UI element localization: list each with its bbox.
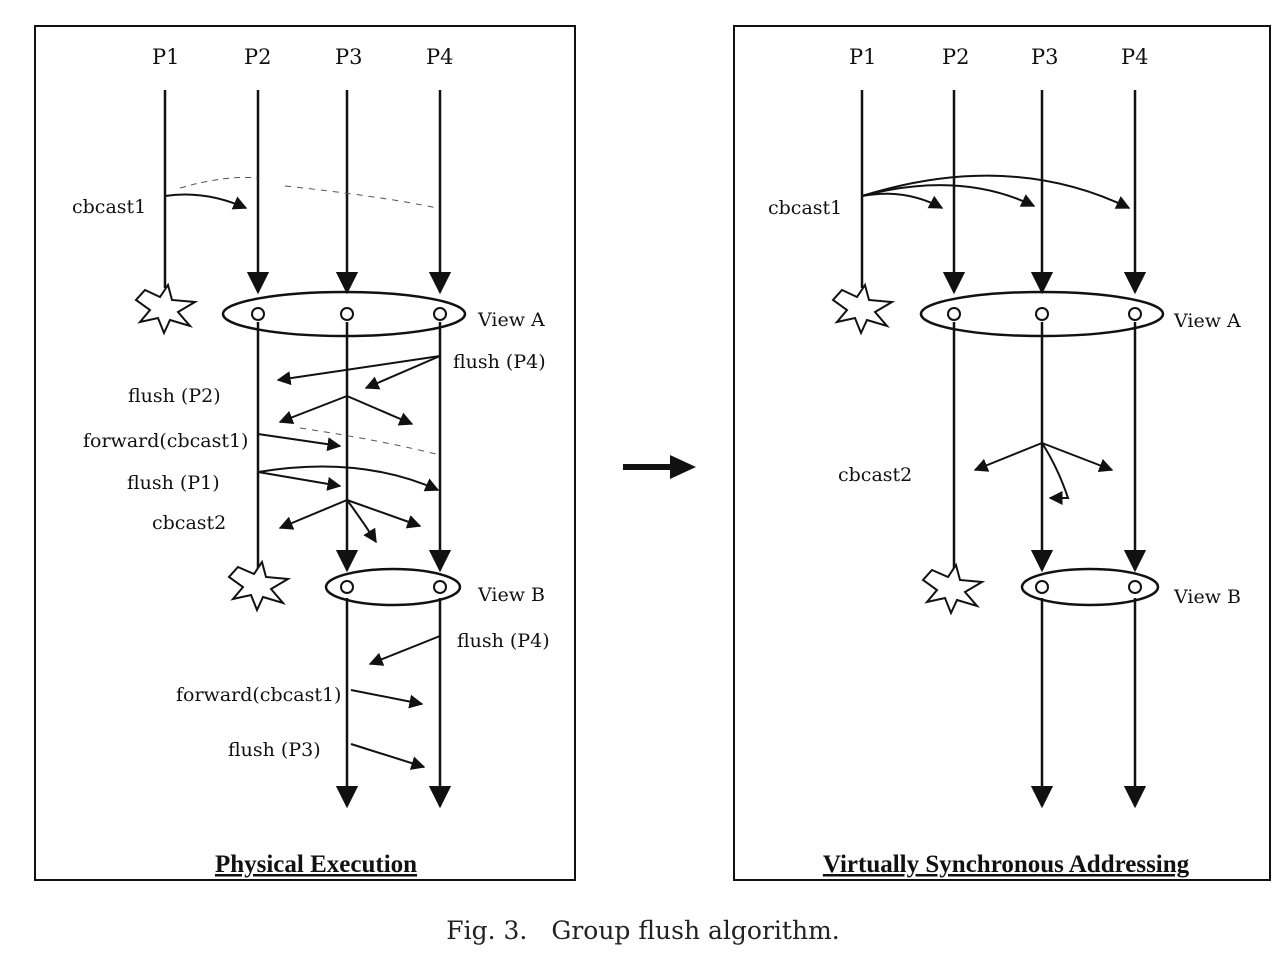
left-view-b-ellipse — [324, 567, 462, 607]
right-cbcast1-arrow-p3 — [861, 184, 1036, 207]
right-cbcast2-arrow-p4 — [1041, 442, 1114, 472]
left-panel-title: Physical Execution — [215, 851, 417, 878]
left-cbcast2-arrow-p3 — [346, 499, 377, 544]
right-cbcast1-arrow-p4 — [861, 174, 1131, 209]
right-view-b-node-p3 — [1035, 580, 1049, 594]
left-flush-p4-b-label: flush (P4) — [457, 630, 550, 652]
left-cbcast1-arrow-p2 — [164, 193, 248, 210]
left-view-b-node-p3 — [340, 580, 354, 594]
right-cbcast2-arrow-p2 — [973, 442, 1043, 472]
left-process-label-p1: P1 — [152, 45, 180, 69]
left-flush-p1-arrow-p4 — [257, 465, 440, 492]
right-view-a-node-p2 — [947, 307, 961, 321]
left-view-a-label: View A — [477, 309, 545, 331]
right-crash-star-p1 — [831, 282, 896, 336]
right-view-a-label: View A — [1173, 310, 1241, 332]
figure-caption-text: Group flush algorithm. — [551, 916, 840, 945]
left-flush-p1-arrow-p3 — [257, 471, 342, 491]
right-cbcast2-label: cbcast2 — [838, 464, 912, 486]
left-flush-p4-b-arrow-p3 — [368, 635, 441, 666]
left-flush-p2-arrow-p4 — [346, 395, 414, 426]
left-process-label-p4: P4 — [426, 45, 454, 69]
left-forward-b-label: forward(cbcast1) — [176, 684, 341, 706]
left-view-a-node-p3 — [340, 307, 354, 321]
transition-arrow-head — [670, 455, 696, 479]
left-forward-a-arrow-p3 — [257, 433, 342, 452]
right-process-label-p2: P2 — [942, 45, 970, 69]
left-forward-b-arrow-p4 — [350, 689, 424, 709]
right-process-label-p3: P3 — [1031, 45, 1059, 69]
left-view-b-label: View B — [477, 584, 545, 606]
right-cbcast1-arrow-p2 — [861, 192, 944, 209]
figure-number: Fig. 3. — [446, 916, 528, 945]
right-crash-star-p2 — [921, 562, 986, 616]
left-view-a-node-p4 — [433, 307, 447, 321]
figure-caption: Fig. 3. Group flush algorithm. — [0, 916, 1286, 945]
left-cbcast2-label: cbcast2 — [152, 512, 226, 534]
right-view-b-node-p4 — [1128, 580, 1142, 594]
right-panel: P1 P2 P3 P4 View A View B cbcast1 cb — [733, 25, 1271, 881]
left-flush-p4-arrow-p2 — [276, 355, 441, 386]
left-crash-star-p2 — [227, 559, 292, 613]
left-forward-a-label: forward(cbcast1) — [83, 430, 248, 452]
left-flush-p3-label: flush (P3) — [228, 739, 321, 761]
left-view-a-node-p2 — [251, 307, 265, 321]
left-flush-p3-arrow-p4 — [350, 743, 426, 770]
right-cbcast2-arrow-p3 — [1041, 442, 1070, 505]
left-process-label-p3: P3 — [335, 45, 363, 69]
right-view-b-ellipse — [1020, 567, 1160, 607]
left-view-a-ellipse — [221, 290, 467, 338]
left-cbcast1-lost-p2 — [179, 176, 259, 189]
right-cbcast1-label: cbcast1 — [768, 197, 842, 219]
left-flush-p4-a-label: flush (P4) — [453, 351, 546, 373]
left-process-label-p2: P2 — [244, 45, 272, 69]
left-panel: P1 P2 P3 P4 View A View B cbcast1 — [34, 25, 576, 881]
left-crash-star-p1 — [134, 282, 199, 336]
left-view-b-node-p4 — [433, 580, 447, 594]
left-flush-p1-label: flush (P1) — [127, 472, 220, 494]
right-view-a-node-p4 — [1128, 307, 1142, 321]
left-flush-p2-label: flush (P2) — [128, 385, 221, 407]
left-forward-a-lost-p4 — [299, 427, 441, 456]
right-view-a-ellipse — [919, 290, 1165, 338]
right-view-b-label: View B — [1173, 586, 1241, 608]
right-view-a-node-p3 — [1035, 307, 1049, 321]
right-process-label-p1: P1 — [849, 45, 877, 69]
right-panel-title: Virtually Synchronous Addressing — [823, 851, 1190, 878]
left-cbcast2-arrow-p2 — [278, 499, 348, 530]
right-process-label-p4: P4 — [1121, 45, 1149, 69]
left-flush-p2-arrow-p2 — [278, 395, 348, 424]
left-cbcast2-arrow-p4 — [346, 499, 422, 529]
left-flush-p4-arrow-p3 — [364, 355, 441, 390]
left-cbcast1-lost-p4 — [284, 185, 438, 209]
left-cbcast1-label: cbcast1 — [72, 196, 146, 218]
